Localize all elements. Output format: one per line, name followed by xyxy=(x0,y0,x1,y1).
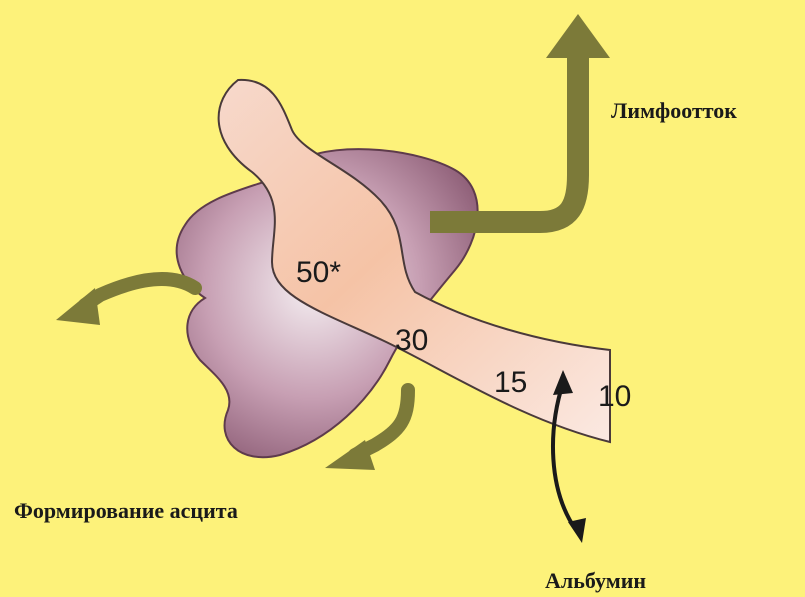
value-distal-vessel: 15 xyxy=(494,366,527,399)
value-sinusoid-center: 50* xyxy=(296,256,341,289)
value-outer: 10 xyxy=(598,380,631,413)
label-lymph-outflow: Лимфоотток xyxy=(611,98,737,123)
value-mid-vessel: 30 xyxy=(395,324,428,357)
label-ascites-formation: Формирование асцита xyxy=(14,498,238,523)
label-albumin: Альбумин xyxy=(545,568,646,593)
ascites-left-arrowhead xyxy=(56,288,100,325)
albumin-arrowhead-down xyxy=(568,518,586,543)
ascites-left-arrow xyxy=(85,279,195,305)
lymph-outflow-arrowhead xyxy=(546,14,610,58)
